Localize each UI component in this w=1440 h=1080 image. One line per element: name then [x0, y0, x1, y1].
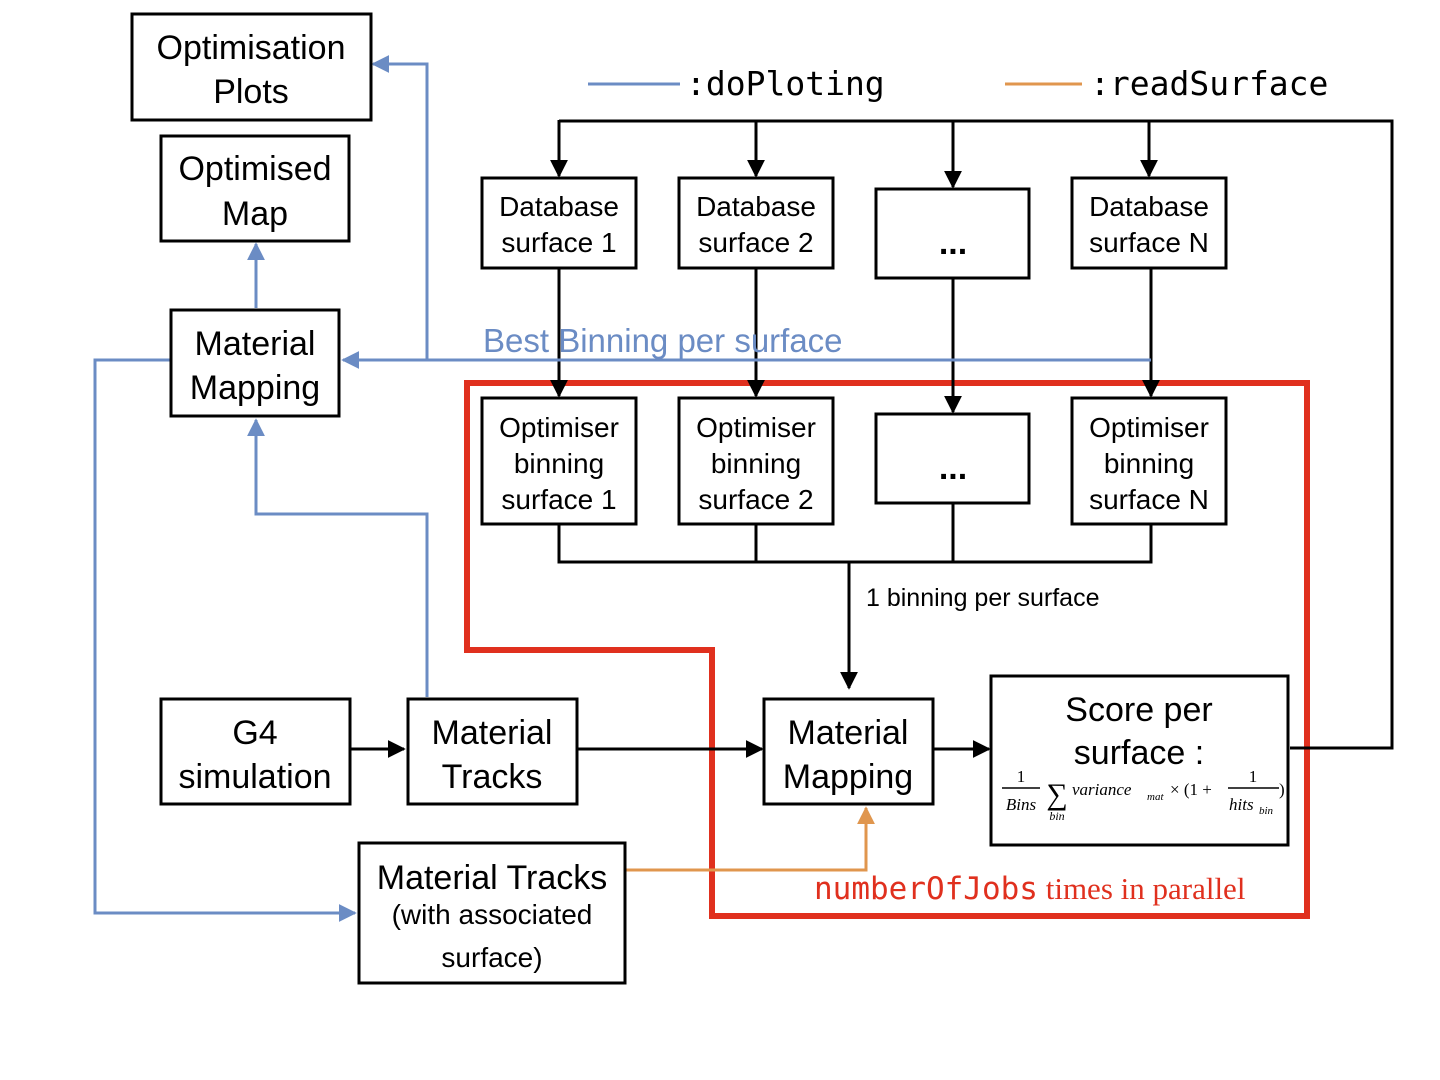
database-surface-dots-box: ...	[874, 187, 1031, 280]
score-formula: 1 Bins ∑ bin variance mat × (1 + 1 hits …	[1002, 767, 1285, 823]
optimiser-1-line-2: binning	[514, 448, 604, 479]
database-n-line-1: Database	[1089, 191, 1209, 222]
formula-sum-icon: ∑	[1046, 778, 1067, 811]
formula-one-hits: 1	[1249, 767, 1258, 786]
formula-variance-sub: mat	[1147, 791, 1164, 803]
optimised-map-line-2: Map	[222, 195, 288, 233]
material-tracks-assoc-box: Material Tracks (with associated surface…	[357, 841, 627, 985]
optimiser-2-line-1: Optimiser	[696, 412, 816, 443]
material-tracks-assoc-line-3: surface)	[441, 942, 542, 973]
formula-sum-sub: bin	[1049, 809, 1064, 823]
optimiser-surface-dots-box: ...	[874, 412, 1031, 505]
g4-simulation-line-1: G4	[232, 714, 277, 752]
database-2-line-1: Database	[696, 191, 816, 222]
optimiser-1-line-1: Optimiser	[499, 412, 619, 443]
blue-plots-connector	[371, 55, 1151, 362]
orange-read-surface-connector	[626, 806, 875, 872]
database-surface-1-box: Database surface 1	[480, 176, 638, 270]
database-dots-label: ...	[939, 224, 967, 262]
one-binning-label: 1 binning per surface	[866, 584, 1099, 612]
legend-plotting-label: :doPloting	[686, 64, 885, 103]
optimiser-surface-2-box: Optimiser binning surface 2	[677, 396, 835, 526]
formula-one: 1	[1017, 767, 1026, 786]
material-tracks-assoc-line-2: (with associated	[392, 899, 593, 930]
score-per-surface-box: Score per surface : 1 Bins ∑ bin varianc…	[989, 674, 1290, 847]
formula-hits-sub: bin	[1259, 805, 1274, 817]
material-tracks-box: Material Tracks	[406, 697, 579, 806]
parallel-label: numberOfJobs times in parallel	[814, 871, 1245, 907]
score-line-2: surface :	[1074, 734, 1204, 772]
parallel-region-outline	[464, 380, 1310, 919]
formula-variance: variance	[1072, 780, 1132, 799]
optimiser-1-line-3: surface 1	[501, 484, 616, 515]
g4-simulation-line-2: simulation	[178, 758, 331, 796]
optimiser-n-line-1: Optimiser	[1089, 412, 1209, 443]
g4-simulation-box: G4 simulation	[159, 697, 352, 806]
material-mapping-center-line-1: Material	[788, 714, 909, 752]
formula-times: × (1 +	[1170, 780, 1212, 799]
blue-tracks-to-mapping-connector	[247, 418, 429, 697]
formula-bins: Bins	[1006, 795, 1037, 814]
material-mapping-left-box: Material Mapping	[169, 308, 341, 418]
database-surface-2-box: Database surface 2	[677, 176, 835, 270]
database-n-line-2: surface N	[1089, 227, 1209, 258]
legend-read-label: :readSurface	[1090, 64, 1328, 103]
database-1-line-1: Database	[499, 191, 619, 222]
material-tracks-line-2: Tracks	[442, 758, 543, 796]
optimiser-2-line-3: surface 2	[698, 484, 813, 515]
optimiser-n-line-2: binning	[1104, 448, 1194, 479]
optimisation-plots-line-1: Optimisation	[157, 29, 346, 67]
best-binning-label: Best Binning per surface	[483, 322, 843, 359]
material-mapping-center-line-2: Mapping	[783, 758, 913, 796]
optimised-map-line-1: Optimised	[178, 150, 331, 188]
material-mapping-left-line-2: Mapping	[190, 369, 320, 407]
score-line-1: Score per	[1065, 691, 1212, 729]
material-mapping-left-line-1: Material	[195, 325, 316, 363]
database-surface-n-box: Database surface N	[1070, 176, 1228, 270]
database-1-line-2: surface 1	[501, 227, 616, 258]
formula-close: )	[1279, 780, 1285, 799]
material-tracks-assoc-line-1: Material Tracks	[377, 859, 608, 897]
optimisation-plots-line-2: Plots	[213, 73, 289, 111]
optimised-map-box: Optimised Map	[159, 134, 351, 243]
material-tracks-line-1: Material	[432, 714, 553, 752]
formula-hits: hits	[1229, 795, 1254, 814]
database-2-line-2: surface 2	[698, 227, 813, 258]
blue-mapping-to-assoc-connector	[93, 358, 357, 922]
optimiser-2-line-2: binning	[711, 448, 801, 479]
material-mapping-center-box: Material Mapping	[762, 697, 935, 806]
optimisation-plots-box: Optimisation Plots	[130, 12, 373, 122]
optimiser-surface-n-box: Optimiser binning surface N	[1070, 396, 1228, 526]
score-feedback-connector	[559, 119, 1394, 750]
optimiser-n-line-3: surface N	[1089, 484, 1209, 515]
optimiser-surface-1-box: Optimiser binning surface 1	[480, 396, 638, 526]
optimiser-dots-label: ...	[939, 449, 967, 487]
optimiser-merge-connector	[557, 503, 1153, 564]
